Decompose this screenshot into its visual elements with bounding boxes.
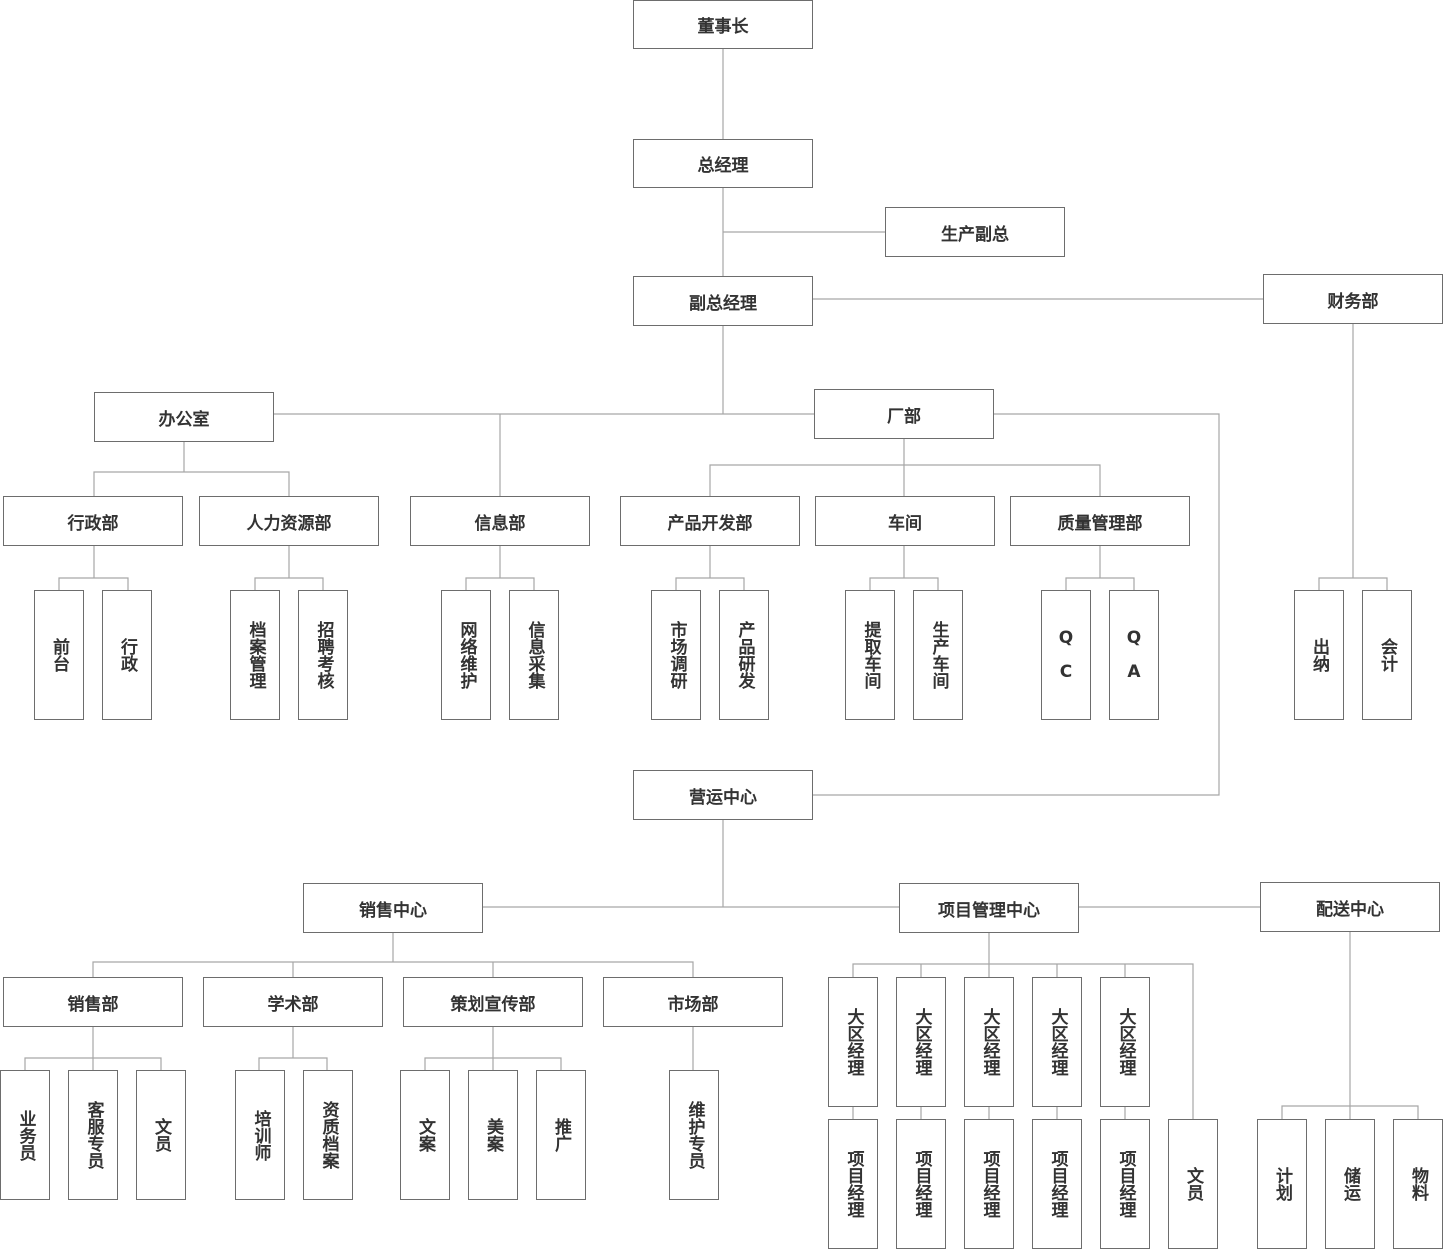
node-accounting: 会计 (1362, 590, 1412, 720)
node-deputy-gm: 副总经理 (633, 276, 813, 326)
node-clerk-pm: 文员 (1168, 1119, 1218, 1249)
node-ops-center: 营运中心 (633, 770, 813, 820)
node-product-dev-dept: 产品开发部 (620, 496, 800, 546)
node-planning: 计划 (1257, 1119, 1307, 1249)
node-qa: Q A (1109, 590, 1159, 720)
link-academic-children (258, 1026, 328, 1070)
node-finance-dept: 财务部 (1263, 274, 1443, 324)
node-network-maint: 网络维护 (441, 590, 491, 720)
node-art-design: 美案 (468, 1070, 518, 1200)
node-sales-dept: 销售部 (3, 977, 183, 1027)
node-production-workshop: 生产车间 (913, 590, 963, 720)
node-archive-mgmt: 档案管理 (230, 590, 280, 720)
node-project-manager: 项目经理 (1032, 1119, 1082, 1249)
node-general-manager: 总经理 (633, 139, 813, 188)
node-cashier: 出纳 (1294, 590, 1344, 720)
node-admin: 行政 (102, 590, 152, 720)
node-qc: Q C (1041, 590, 1091, 720)
node-recruit-eval: 招聘考核 (298, 590, 348, 720)
node-sales-center: 销售中心 (303, 883, 483, 933)
node-market-research: 市场调研 (651, 590, 701, 720)
link-info-children (465, 545, 535, 590)
node-production-vp: 生产副总 (885, 207, 1065, 257)
node-regional-manager: 大区经理 (828, 977, 878, 1107)
node-project-manager: 项目经理 (1100, 1119, 1150, 1249)
node-office: 办公室 (94, 392, 274, 442)
link-factory-ops (812, 413, 1220, 796)
node-planning-promo-dept: 策划宣传部 (403, 977, 583, 1027)
node-pm-center: 项目管理中心 (899, 883, 1079, 933)
node-maint-specialist: 维护专员 (669, 1070, 719, 1200)
node-market-dept: 市场部 (603, 977, 783, 1027)
node-admin-dept: 行政部 (3, 496, 183, 546)
link-admin-children (58, 545, 129, 590)
link-factory-children (709, 438, 1101, 496)
node-materials: 物料 (1393, 1119, 1443, 1249)
node-regional-manager: 大区经理 (896, 977, 946, 1107)
link-pm-children (852, 932, 1194, 1119)
node-hr-dept: 人力资源部 (199, 496, 379, 546)
link-ws-children (869, 545, 939, 590)
node-qualification-archive: 资质档案 (303, 1070, 353, 1200)
node-front-desk: 前台 (34, 590, 84, 720)
link-finance-children (1318, 323, 1388, 590)
node-project-manager: 项目经理 (828, 1119, 878, 1249)
node-quality-mgmt-dept: 质量管理部 (1010, 496, 1190, 546)
node-product-rd: 产品研发 (719, 590, 769, 720)
node-cs-specialist: 客服专员 (68, 1070, 118, 1200)
link-delivery-children (1281, 931, 1419, 1119)
link-salesdept-children (24, 1026, 162, 1070)
node-regional-manager: 大区经理 (1100, 977, 1150, 1107)
node-regional-manager: 大区经理 (964, 977, 1014, 1107)
node-copywriting: 文案 (400, 1070, 450, 1200)
node-info-collect: 信息采集 (509, 590, 559, 720)
node-salesman: 业务员 (0, 1070, 50, 1200)
node-info-dept: 信息部 (410, 496, 590, 546)
node-trainer: 培训师 (235, 1070, 285, 1200)
node-regional-manager: 大区经理 (1032, 977, 1082, 1107)
node-project-manager: 项目经理 (964, 1119, 1014, 1249)
node-factory: 厂部 (814, 389, 994, 439)
node-project-manager: 项目经理 (896, 1119, 946, 1249)
node-academic-dept: 学术部 (203, 977, 383, 1027)
link-pd-children (675, 545, 745, 590)
link-hr-children (254, 545, 324, 590)
node-workshop: 车间 (815, 496, 995, 546)
node-extract-workshop: 提取车间 (845, 590, 895, 720)
link-sales-children (92, 932, 694, 977)
link-planning-children (424, 1026, 562, 1070)
node-storage-transport: 储运 (1325, 1119, 1375, 1249)
node-promotion: 推广 (536, 1070, 586, 1200)
link-rm-pm (852, 1106, 1126, 1119)
link-qm-children (1065, 545, 1135, 590)
node-chairman: 董事长 (633, 0, 813, 49)
link-office-children (93, 441, 290, 496)
node-delivery-center: 配送中心 (1260, 882, 1440, 932)
node-clerk-sales: 文员 (136, 1070, 186, 1200)
